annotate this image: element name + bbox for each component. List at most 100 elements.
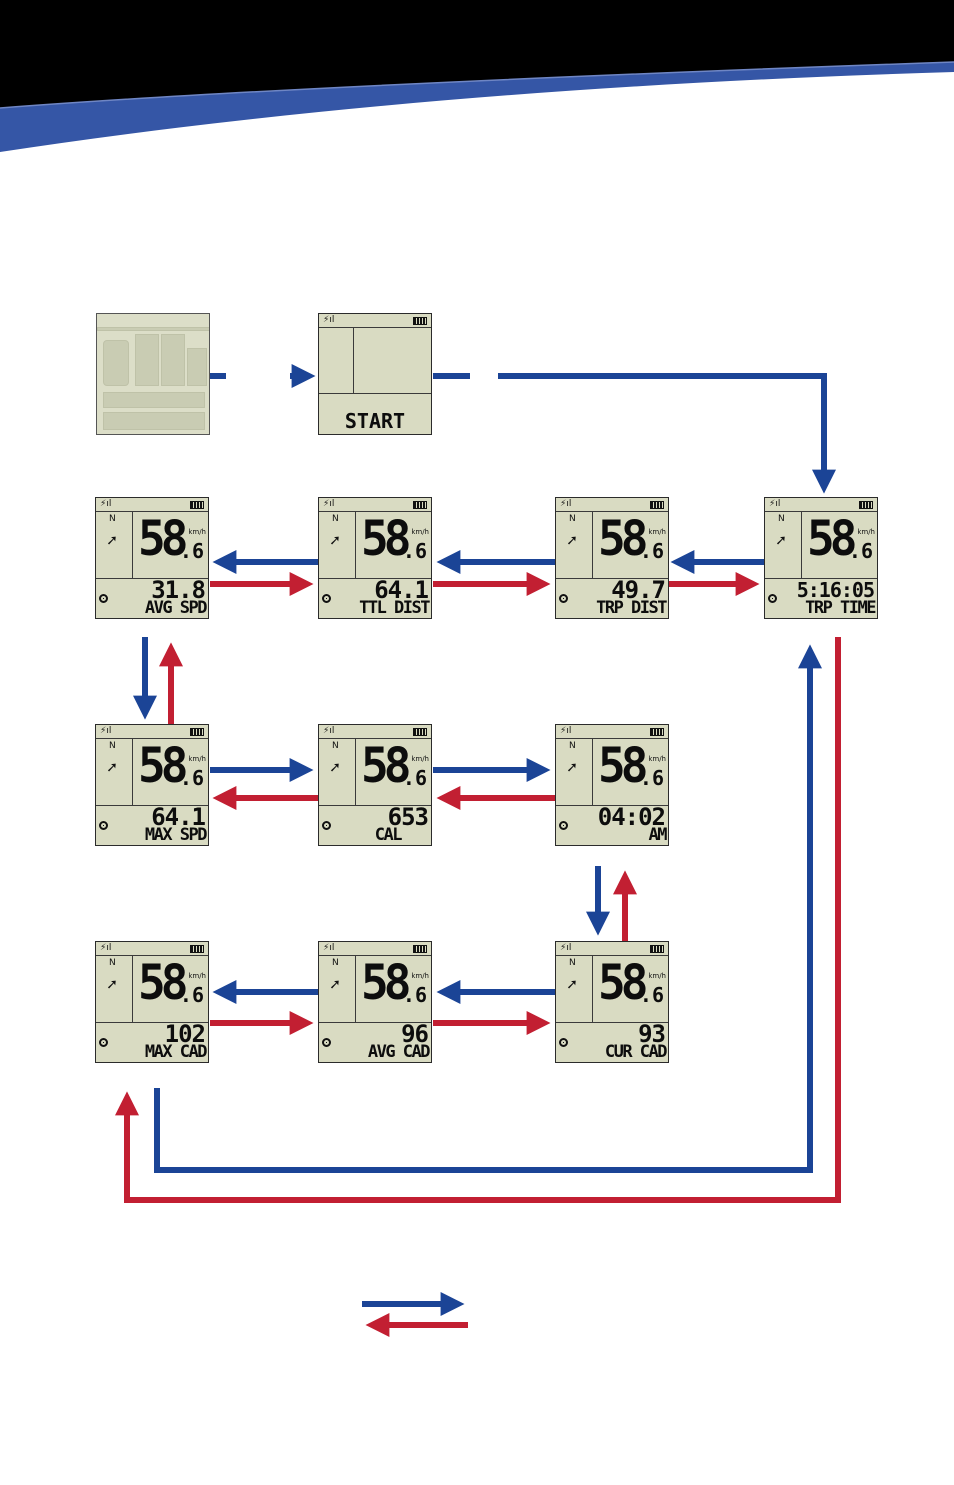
- screen-cal: ⚡ıl N➚ 58 km/h .6 653 CAL: [318, 724, 432, 846]
- battery-icon: [190, 945, 204, 953]
- speed-value: 58: [598, 736, 648, 794]
- screen-trp-time: ⚡ıl N➚ 58 km/h .6 5:16:05 TRP TIME: [764, 497, 878, 619]
- heading-arrow-icon: ➚: [330, 531, 340, 550]
- heading-arrow-icon: ➚: [776, 531, 786, 550]
- clock-time: 04:02: [597, 803, 666, 831]
- metric-label: CAL: [374, 825, 403, 845]
- speed-unit: km/h: [648, 972, 666, 980]
- wheel-icon: [99, 1038, 108, 1047]
- screen-avg-cad: ⚡ıl N➚ 58 km/h .6 96 AVG CAD: [318, 941, 432, 1063]
- metric-label: TRP TIME: [805, 598, 876, 618]
- metric-label: MAX SPD: [144, 825, 208, 845]
- speed-unit: km/h: [411, 972, 429, 980]
- speed-unit: km/h: [648, 755, 666, 763]
- compass-north-label: N: [109, 514, 116, 524]
- battery-icon: [650, 501, 664, 509]
- wheel-icon: [768, 594, 777, 603]
- compass-north-label: N: [332, 741, 339, 751]
- heading-arrow-icon: ➚: [567, 758, 577, 777]
- signal-icon: ⚡ıl: [100, 726, 112, 736]
- speed-value: 58: [361, 736, 411, 794]
- signal-icon: ⚡ıl: [560, 943, 572, 953]
- metric-label: CUR CAD: [604, 1042, 668, 1062]
- speed-decimal: .6: [179, 539, 204, 563]
- header-banner: [0, 0, 954, 160]
- compass-north-label: N: [569, 514, 576, 524]
- heading-arrow-icon: ➚: [330, 758, 340, 777]
- screen-trp-dist: ⚡ıl N➚ 58 km/h .6 49.7 TRP DIST: [555, 497, 669, 619]
- metric-value: 102: [164, 1020, 206, 1048]
- battery-icon: [413, 317, 427, 325]
- screen-start: ⚡ıl START: [318, 313, 432, 435]
- metric-label: MAX CAD: [144, 1042, 208, 1062]
- screen-max-spd: ⚡ıl N➚ 58 km/h .6 64.1 MAX SPD: [95, 724, 209, 846]
- speed-decimal: .6: [402, 983, 427, 1007]
- speed-unit: km/h: [188, 972, 206, 980]
- metric-label: AVG CAD: [367, 1042, 431, 1062]
- speed-value: 58: [138, 953, 188, 1011]
- battery-icon: [650, 945, 664, 953]
- metric-label: TTL DIST: [359, 598, 430, 618]
- compass-north-label: N: [569, 958, 576, 968]
- compass-north-label: N: [778, 514, 785, 524]
- metric-label: TRP DIST: [596, 598, 667, 618]
- metric-value: 5:16:05: [796, 578, 875, 602]
- speed-decimal: .6: [639, 983, 664, 1007]
- compass-north-label: N: [332, 514, 339, 524]
- compass-north-label: N: [569, 741, 576, 751]
- screen-cur-cad: ⚡ıl N➚ 58 km/h .6 93 CUR CAD: [555, 941, 669, 1063]
- battery-icon: [413, 728, 427, 736]
- battery-icon: [859, 501, 873, 509]
- compass-north-label: N: [109, 741, 116, 751]
- screen-max-cad: ⚡ıl N ➚ 58 km/h .6 102 MAX CAD: [95, 941, 209, 1063]
- metric-value: 64.1: [151, 803, 206, 831]
- header-dark-band: [0, 0, 954, 108]
- metric-value: 96: [401, 1020, 429, 1048]
- wheel-icon: [322, 821, 331, 830]
- heading-arrow-icon: ➚: [567, 975, 577, 994]
- speed-value: 58: [361, 953, 411, 1011]
- metric-value: 31.8: [151, 576, 206, 604]
- speed-decimal: .6: [639, 766, 664, 790]
- signal-icon: ⚡ıl: [323, 315, 335, 325]
- speed-unit: km/h: [411, 755, 429, 763]
- battery-icon: [190, 728, 204, 736]
- heading-arrow-icon: ➚: [567, 531, 577, 550]
- speed-value: 58: [361, 509, 411, 567]
- speed-value: 58: [138, 736, 188, 794]
- battery-icon: [413, 501, 427, 509]
- speed-value: 58: [598, 509, 648, 567]
- header-blue-swoosh: [0, 62, 954, 152]
- speed-decimal: .6: [402, 539, 427, 563]
- speed-unit: km/h: [411, 528, 429, 536]
- wheel-icon: [559, 1038, 568, 1047]
- speed-unit: km/h: [857, 528, 875, 536]
- speed-value: 58: [138, 509, 188, 567]
- metric-label: AVG SPD: [144, 598, 208, 618]
- speed-decimal: .6: [639, 539, 664, 563]
- wheel-icon: [559, 594, 568, 603]
- signal-icon: ⚡ıl: [560, 499, 572, 509]
- signal-icon: ⚡ıl: [100, 499, 112, 509]
- heading-arrow-icon: ➚: [107, 975, 117, 994]
- speed-value: 58: [807, 509, 857, 567]
- speed-unit: km/h: [188, 528, 206, 536]
- screen-all-segments: [96, 313, 210, 435]
- compass-north-label: N: [109, 958, 116, 968]
- wheel-icon: [322, 1038, 331, 1047]
- speed-unit: km/h: [188, 755, 206, 763]
- heading-arrow-icon: ➚: [107, 758, 117, 777]
- battery-icon: [190, 501, 204, 509]
- heading-arrow-icon: ➚: [107, 531, 117, 550]
- heading-arrow-icon: ➚: [330, 975, 340, 994]
- battery-icon: [650, 728, 664, 736]
- arrow-max-cad-to-trp-time: [154, 644, 822, 1173]
- signal-icon: ⚡ıl: [323, 499, 335, 509]
- signal-icon: ⚡ıl: [100, 943, 112, 953]
- signal-icon: ⚡ıl: [560, 726, 572, 736]
- speed-decimal: .6: [179, 983, 204, 1007]
- speed-decimal: .6: [402, 766, 427, 790]
- signal-icon: ⚡ıl: [323, 726, 335, 736]
- speed-decimal: .6: [848, 539, 873, 563]
- signal-icon: ⚡ıl: [323, 943, 335, 953]
